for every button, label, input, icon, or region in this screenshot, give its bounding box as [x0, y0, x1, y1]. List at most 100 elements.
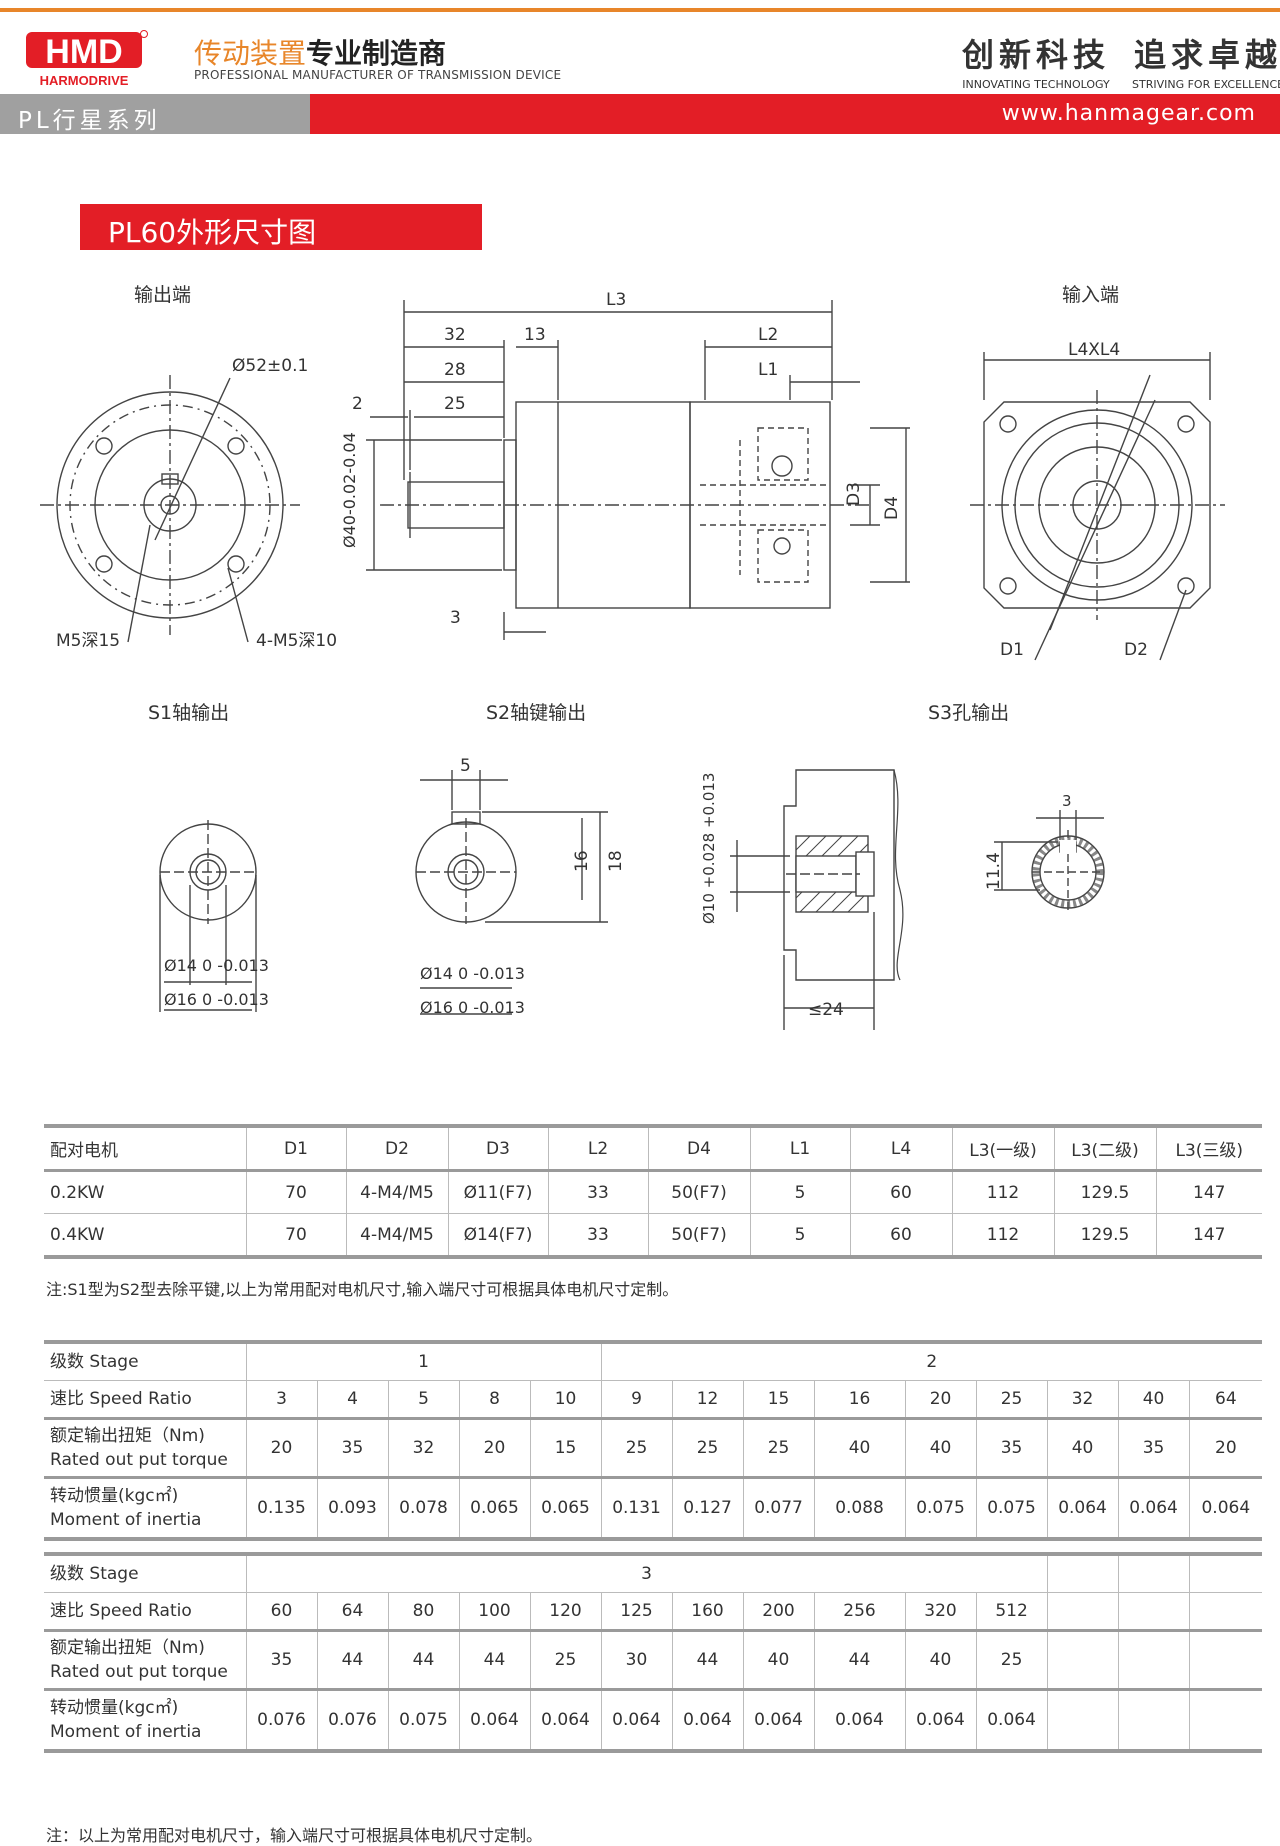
table-cell: 4	[316, 1380, 388, 1420]
table-cell	[1188, 1554, 1263, 1593]
table-cell: 0.088	[813, 1477, 906, 1539]
side-view	[366, 300, 910, 640]
table-cell: 0.076	[316, 1689, 388, 1751]
table-cell: 转动惯量(kgc㎡)Moment of inertia	[44, 1478, 246, 1540]
table-cell: 16	[813, 1380, 906, 1420]
table-cell: 60	[849, 1213, 952, 1258]
table-cell: 0.065	[458, 1477, 530, 1539]
tagline-cn-a: 传动装置	[194, 37, 307, 70]
table-cell: 129.5	[1053, 1213, 1156, 1258]
input-end-label: 输入端	[1062, 284, 1120, 306]
table-cell: 0.075	[975, 1477, 1048, 1539]
table-cell: 0.093	[316, 1477, 388, 1539]
table-cell: 44	[813, 1630, 905, 1691]
table-cell: 0.064	[904, 1689, 976, 1751]
note-custom: 注：以上为常用配对电机尺寸，输入端尺寸可根据具体电机尺寸定制。	[46, 1826, 543, 1845]
table-cell: 0.2KW	[44, 1170, 246, 1214]
inertia-label-en: Moment of inertia	[50, 1510, 202, 1530]
table-cell: 0.064	[1188, 1477, 1263, 1539]
table-cell	[1117, 1630, 1190, 1691]
dim-d40: Ø40-0.02-0.04	[340, 432, 359, 548]
table-cell: Ø11(F7)	[447, 1170, 548, 1214]
table-cell: 0.064	[742, 1689, 814, 1751]
table-cell: 0.064	[1046, 1477, 1119, 1539]
table-row: 0.2KW 70 4-M4/M5 Ø11(F7) 33 50(F7) 5 60 …	[44, 1170, 1262, 1214]
dim-D4: D4	[882, 496, 902, 520]
dim-13: 13	[524, 325, 546, 345]
table-cell: 8	[458, 1380, 530, 1420]
table-cell: 40	[742, 1630, 814, 1691]
table-cell: 147	[1155, 1213, 1262, 1258]
dim-3: 3	[450, 608, 461, 628]
table-cell: 80	[387, 1592, 459, 1632]
table-cell: 0.4KW	[44, 1213, 246, 1258]
s1-label: S1轴输出	[148, 702, 230, 724]
table-cell: 9	[600, 1380, 673, 1420]
table-cell: 15	[529, 1418, 602, 1479]
slogan-innovation-en: INNOVATING TECHNOLOGY	[962, 78, 1110, 91]
table-cell: 2	[600, 1342, 1263, 1381]
table-cell	[1046, 1689, 1119, 1751]
table-cell: 112	[951, 1170, 1054, 1214]
header-cell: L3(三级)	[1155, 1126, 1262, 1172]
table-cell: 40	[813, 1418, 906, 1479]
table-cell: 50(F7)	[647, 1213, 750, 1258]
dim-L3: L3	[606, 290, 627, 310]
dim-D2: D2	[1124, 640, 1148, 660]
table-cell: 25	[600, 1418, 673, 1479]
table-cell: 320	[904, 1592, 976, 1632]
header-cell: L4	[849, 1126, 952, 1172]
dim-L2: L2	[758, 325, 779, 345]
table-cell: 120	[529, 1592, 601, 1632]
series-label: PL行星系列	[18, 108, 161, 134]
logo-mark: HMD	[45, 33, 122, 71]
torque-label-en: Rated out put torque	[50, 1450, 228, 1470]
table-cell: 44	[458, 1630, 530, 1691]
dim-16: 16	[572, 850, 592, 872]
table-cell: 64	[316, 1592, 388, 1632]
output-end-view	[40, 375, 300, 643]
table-cell: 0.075	[387, 1689, 459, 1751]
header-cell: 配对电机	[44, 1126, 246, 1172]
table-cell: 0.064	[529, 1689, 601, 1751]
table-cell	[1188, 1689, 1263, 1751]
table-cell: 32	[387, 1418, 459, 1479]
dimension-drawings	[40, 300, 1225, 1030]
table-cell: 0.064	[975, 1689, 1048, 1751]
s2-label: S2轴键输出	[486, 702, 587, 724]
section-title-text: PL60外形尺寸图	[108, 216, 317, 249]
table-cell: 级数 Stage	[44, 1342, 246, 1381]
table-cell: 0.078	[387, 1477, 459, 1539]
table-cell: 512	[975, 1592, 1048, 1632]
table-cell: 20	[245, 1418, 317, 1479]
website-link[interactable]: www.hanmagear.com	[1001, 101, 1256, 126]
dim-m5-15: M5深15	[56, 631, 121, 651]
table-cell: 60	[245, 1592, 317, 1632]
table-cell: 速比 Speed Ratio	[44, 1380, 246, 1420]
s2-drawing	[415, 770, 608, 1015]
dim-s1-d16: Ø16 0 -0.013	[164, 990, 269, 1009]
table-cell	[1117, 1554, 1190, 1593]
table-cell: 33	[547, 1213, 648, 1258]
table-cell: 40	[904, 1630, 976, 1691]
table-row: 0.4KW 70 4-M4/M5 Ø14(F7) 33 50(F7) 5 60 …	[44, 1213, 1262, 1258]
slogan-innovation-cn: 创新科技	[962, 36, 1111, 74]
table-cell	[1188, 1592, 1263, 1632]
table-cell: 32	[1046, 1380, 1119, 1420]
torque-label-cn: 额定输出扭矩（Nm)	[50, 1638, 205, 1658]
table-cell: 35	[245, 1630, 317, 1691]
section-title: PL60外形尺寸图	[80, 204, 482, 250]
table-cell: 20	[458, 1418, 530, 1479]
table-cell: 35	[1117, 1418, 1190, 1479]
table-cell: 25	[975, 1380, 1048, 1420]
dim-s1-d14: Ø14 0 -0.013	[164, 956, 269, 975]
table-cell: 35	[975, 1418, 1048, 1479]
table-cell: 0.064	[600, 1689, 672, 1751]
table-cell	[1046, 1554, 1119, 1593]
table-cell: 速比 Speed Ratio	[44, 1592, 246, 1632]
table-cell	[1046, 1630, 1119, 1691]
slogan-innovation: 创新科技 INNOVATING TECHNOLOGY	[962, 30, 1110, 91]
website-bar: www.hanmagear.com	[310, 94, 1280, 134]
table-cell: 35	[316, 1418, 388, 1479]
